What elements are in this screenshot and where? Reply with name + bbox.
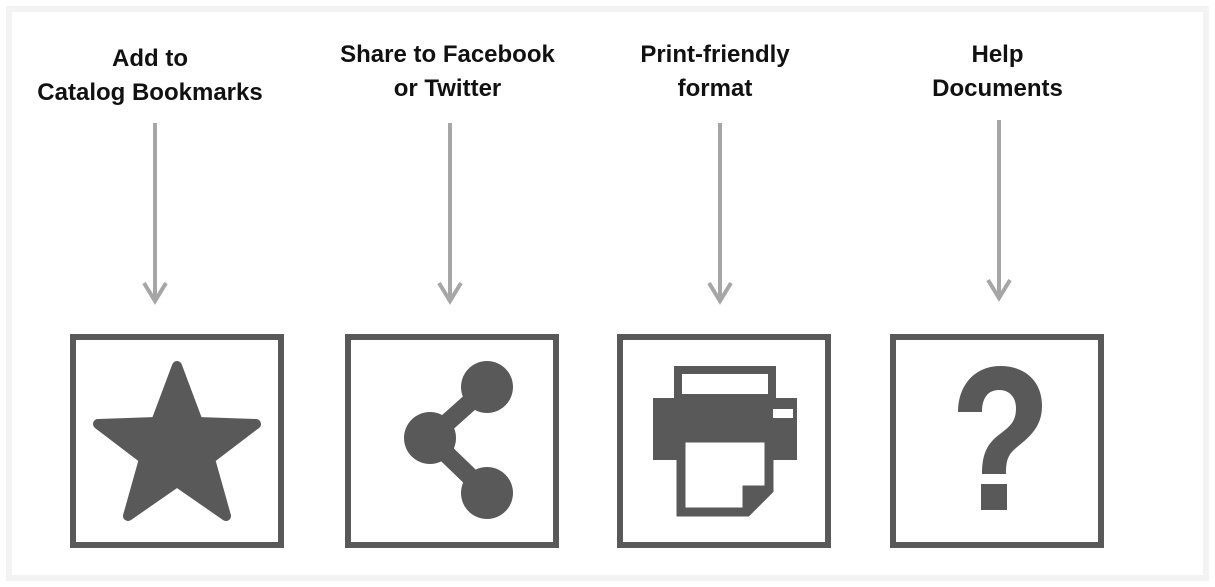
arrow-down-icon — [437, 123, 463, 305]
share-icon — [404, 361, 513, 519]
label-bookmarks: Add to Catalog Bookmarks — [20, 42, 280, 110]
arrow-down-icon — [707, 123, 733, 305]
arrow-down-icon — [142, 123, 168, 305]
help-button[interactable] — [890, 334, 1104, 548]
printer-icon — [653, 366, 797, 517]
bookmark-button[interactable] — [70, 334, 284, 548]
label-print: Print-friendly format — [600, 38, 830, 106]
label-print-line1: Print-friendly — [640, 41, 790, 68]
print-button[interactable] — [617, 334, 831, 548]
arrow-down-icon — [986, 120, 1012, 302]
label-help: Help Documents — [890, 38, 1105, 106]
help-icon — [958, 366, 1042, 510]
label-bookmarks-line1: Add to — [112, 45, 188, 72]
label-help-line2: Documents — [932, 75, 1063, 102]
label-help-line1: Help — [971, 41, 1024, 68]
label-print-line2: format — [677, 75, 753, 102]
share-button[interactable] — [345, 334, 559, 548]
label-share-line2: or Twitter — [393, 75, 502, 102]
label-share-line1: Share to Facebook — [340, 41, 555, 68]
star-icon — [93, 361, 261, 521]
label-bookmarks-line2: Catalog Bookmarks — [37, 79, 263, 106]
label-share: Share to Facebook or Twitter — [310, 38, 585, 106]
